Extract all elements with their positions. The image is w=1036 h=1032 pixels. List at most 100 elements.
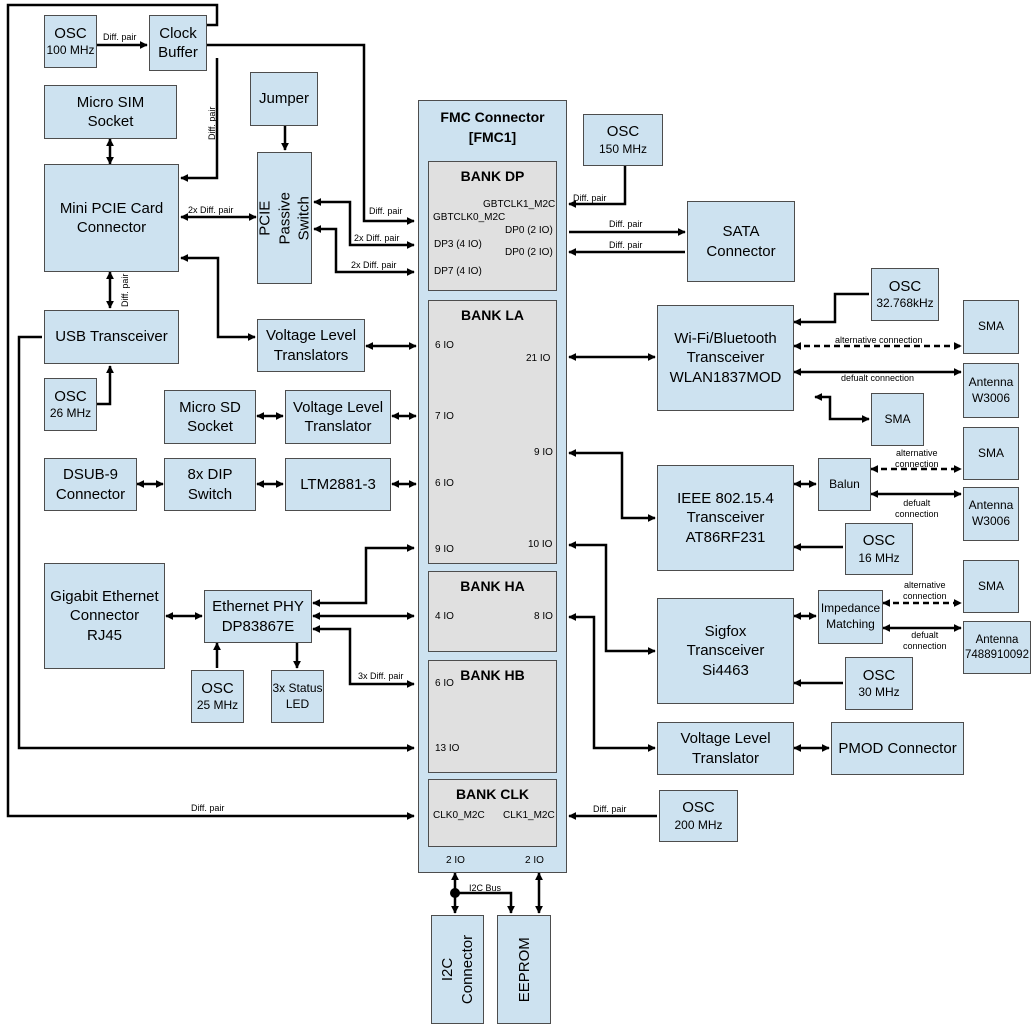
impedance-matching-label: Impedance Matching [820,601,881,631]
osc-200mhz-freq: 200 MHz [674,817,723,832]
osc-100mhz-freq: 100 MHz [46,43,95,58]
sma-wifi-alt-label: SMA [977,319,1004,334]
bank-ha-8io: 8 IO [534,611,553,622]
diff-pair-label-buffer-pcie: Diff. pair [207,106,217,140]
conn-la-ieee [568,448,656,523]
sma-sigfox-alt-block: SMA [963,560,1019,613]
osc-32khz-title: OSC [888,277,922,295]
conn-osc32-wifi [793,292,869,327]
conn-phy-la [312,543,415,608]
diff-pair-label-osc150: Diff. pair [573,193,607,203]
bank-dp-gbtclk1: GBTCLK1_M2C [483,199,556,210]
eeprom-block: EEPROM [497,915,551,1024]
bank-dp: BANK DP [428,161,557,291]
dip-switch-label: 8x DIP Switch [187,466,233,503]
usb-transceiver-block: USB Transceiver [44,310,179,364]
conn-pcie-vlt1 [180,253,256,342]
ieee-802154-transceiver-label: IEEE 802.15.4 Transceiver AT86RF231 [677,489,774,546]
bank-ha-4io: 4 IO [435,611,454,622]
bank-la-9io-a: 9 IO [534,447,553,458]
osc-150mhz-freq: 150 MHz [598,141,648,156]
sma-wifi-block: SMA [871,393,924,446]
gigabit-ethernet-connector-block: Gigabit Ethernet Connector RJ45 [44,563,165,669]
conn-ha-vlt3 [568,612,656,753]
bank-ha: BANK HA [428,571,557,652]
ethernet-phy-block: Ethernet PHY DP83867E [204,590,312,643]
conn-wifi-sma2 [814,392,870,424]
mini-pcie-connector-label: Mini PCIE Card Connector [59,199,164,237]
default-connection-label-sigfox: defualt connection [903,630,947,652]
conn-switch-dp7 [313,224,415,277]
micro-sim-socket-block: Micro SIM Socket [44,85,177,139]
sma-sigfox-alt-label: SMA [977,578,1004,593]
alternative-connection-label-wifi: alternative connection [835,335,923,345]
bank-dp-dp3: DP3 (4 IO) [434,239,482,250]
osc-30mhz-title: OSC [862,666,896,684]
micro-sd-socket-label: Micro SD Socket [179,398,241,436]
dip-switch-block: 8x DIP Switch [164,458,256,511]
osc-26mhz-title: OSC [54,387,87,405]
osc-26mhz-freq: 26 MHz [49,406,92,421]
jumper-label: Jumper [258,90,310,108]
i2c-connector-label: I2C Connector [439,934,476,1005]
ltm2881-label: LTM2881-3 [300,475,376,493]
diff-pair-label-switch-dp3: 2x Diff. pair [354,233,400,243]
conn-phy-hb [312,624,415,689]
sma-wifi-label: SMA [884,411,911,426]
status-led-label: 3x Status LED [272,680,323,711]
bank-la-10io: 10 IO [528,539,553,550]
fmc-connector-name: FMC Connector [440,109,545,125]
conn-i2cbus-eeprom [455,891,516,914]
mini-pcie-connector-block: Mini PCIE Card Connector [44,164,179,272]
wifi-bluetooth-transceiver-block: Wi-Fi/Bluetooth Transceiver WLAN1837MOD [657,305,794,411]
micro-sd-socket-block: Micro SD Socket [164,390,256,444]
balun-block: Balun [818,458,871,511]
pmod-connector-label: PMOD Connector [838,739,957,757]
diff-pair-label-sata-tx: Diff. pair [609,219,643,229]
bank-la-9io-b: 9 IO [435,544,454,555]
sma-wifi-alt-block: SMA [963,300,1019,354]
eeprom-label: EEPROM [515,936,533,1003]
bank-dp-dp7: DP7 (4 IO) [434,266,482,277]
ethernet-phy-label: Ethernet PHY DP83867E [212,598,304,635]
voltage-level-translator-pmod-label: Voltage Level Translator [680,730,771,767]
diff-pair-label-sata-rx: Diff. pair [609,240,643,250]
conn-buffer-left-bus [6,3,415,821]
antenna-ieee-label: Antenna W3006 [968,498,1014,528]
voltage-level-translators-label: Voltage Level Translators [265,327,357,364]
voltage-level-translators-block: Voltage Level Translators [257,319,365,372]
i2c-bus-label: I2C Bus [469,883,502,893]
voltage-level-translator-sd-label: Voltage Level Translator [292,398,384,436]
fmc-2io-left: 2 IO [446,855,465,866]
antenna-wifi-label: Antenna W3006 [968,374,1014,405]
gigabit-ethernet-connector-label: Gigabit Ethernet Connector RJ45 [50,587,159,644]
antenna-sigfox-label: Antenna 7488910092 [965,633,1029,661]
clock-buffer-label: Clock Buffer [158,24,198,62]
conn-buffer-pcie [180,58,219,183]
micro-sim-socket-label: Micro SIM Socket [76,93,145,131]
bank-dp-title: BANK DP [460,168,525,184]
bank-la-6io-a: 6 IO [435,340,454,351]
diff-pair-label-osc200: Diff. pair [593,804,627,814]
clock-buffer-block: Clock Buffer [149,15,207,71]
bank-la-7io: 7 IO [435,411,454,422]
bank-hb-13io: 13 IO [435,743,460,754]
osc-16mhz-title: OSC [862,532,896,550]
conn-osc150-dp [568,166,627,209]
diff-pair-label-buffer-fmc: Diff. pair [369,206,403,216]
bank-dp-dp0-b: DP0 (2 IO) [505,247,553,258]
status-led-block: 3x Status LED [271,670,324,723]
fmc-2io-right: 2 IO [525,855,544,866]
alternative-connection-label-sigfox: alternative connection [903,580,947,602]
diff-pair-label-usb-clk: Diff. pair [191,803,225,813]
bank-clk-clk1: CLK1_M2C [503,810,555,821]
wifi-bluetooth-transceiver-label: Wi-Fi/Bluetooth Transceiver WLAN1837MOD [669,329,782,386]
